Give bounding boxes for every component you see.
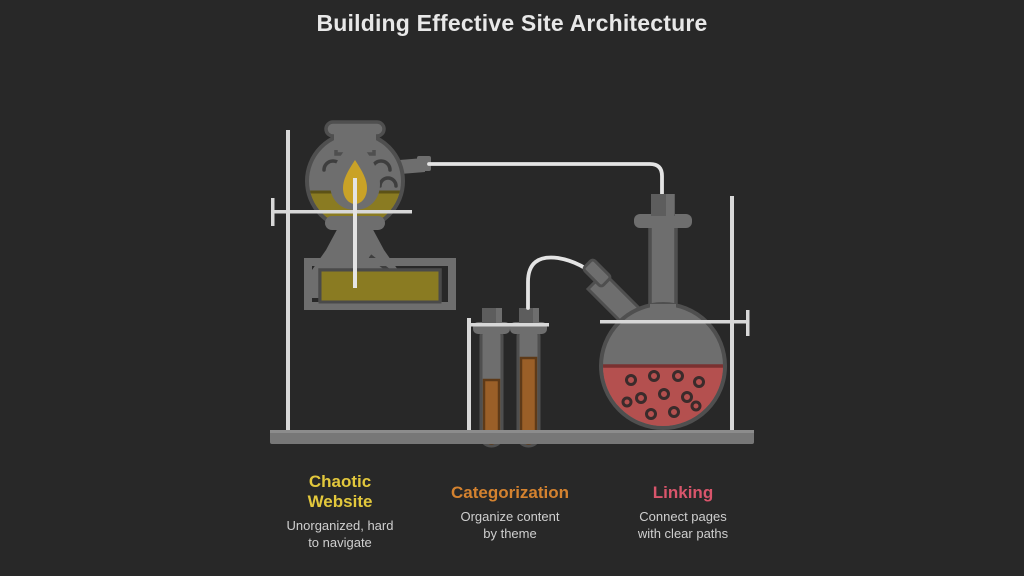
- caption-title-0-line2: Website: [307, 492, 373, 512]
- stand-pole-left: [286, 130, 290, 442]
- lab-apparatus-svg: [270, 120, 754, 448]
- caption-title-1-line1: Categorization: [450, 483, 570, 502]
- burner-wick-pole: [353, 178, 357, 288]
- side-arm-lip: [582, 258, 612, 288]
- caption-desc-1-line1: Organize content: [460, 509, 560, 525]
- caption-desc-1: Organize content by theme: [419, 509, 601, 542]
- caption-desc-1-line2: by theme: [483, 525, 537, 541]
- bunsen-burner: [304, 136, 456, 310]
- caption-title-2-line1: Linking: [652, 483, 714, 502]
- burner-fuel-frame: [304, 258, 456, 310]
- caption-desc-0: Unorganized, hard to navigate: [260, 518, 420, 551]
- test-tube-right-stopper-notch: [533, 308, 539, 324]
- caption-title-0: Chaotic Website: [260, 472, 420, 512]
- test-tube-rack-arm: [467, 323, 549, 327]
- test-tube-right: [510, 308, 547, 448]
- caption-desc-0-line1: Unorganized, hard: [286, 518, 394, 534]
- stand-pole-right: [730, 196, 734, 442]
- flask2-clamp-arm: [600, 320, 748, 324]
- caption-desc-0-line2: to navigate: [308, 534, 372, 550]
- flask2-clamp-tick: [746, 310, 750, 336]
- flask2-stopper-notch: [666, 194, 674, 216]
- caption-title-2: Linking: [602, 483, 764, 503]
- caption-linking: Linking Connect pages with clear paths: [602, 483, 764, 542]
- lab-bench: [270, 430, 754, 444]
- test-tube-left: [473, 308, 510, 448]
- flask-clamp-tick: [271, 198, 275, 226]
- caption-title-1: Categorization: [419, 483, 601, 503]
- stand-pole-middle: [467, 318, 471, 442]
- flask2-neck-collar: [634, 214, 692, 228]
- round-bottom-flask: [582, 194, 750, 430]
- chemistry-lab-illustration: [262, 118, 762, 458]
- caption-title-0-line1: Chaotic: [308, 472, 372, 491]
- flask-clamp-arm: [272, 210, 412, 214]
- lab-bench-highlight: [270, 430, 754, 433]
- caption-chaotic-website: Chaotic Website Unorganized, hard to nav…: [260, 472, 420, 551]
- caption-categorization: Categorization Organize content by theme: [419, 483, 601, 542]
- caption-desc-2-line2: with clear paths: [637, 525, 729, 541]
- flask2-bubbles: [621, 370, 705, 420]
- flask-spout-tip: [417, 156, 431, 171]
- caption-desc-2: Connect pages with clear paths: [602, 509, 764, 542]
- test-tube-left-stopper-notch: [496, 308, 502, 324]
- caption-desc-2-line1: Connect pages: [639, 509, 727, 525]
- caption-row: Chaotic Website Unorganized, hard to nav…: [262, 466, 762, 571]
- connecting-tube-top: [427, 162, 664, 202]
- page-title: Building Effective Site Architecture: [316, 10, 708, 36]
- flask-neck-lip: [324, 120, 386, 138]
- burner-fuel-top: [318, 268, 442, 304]
